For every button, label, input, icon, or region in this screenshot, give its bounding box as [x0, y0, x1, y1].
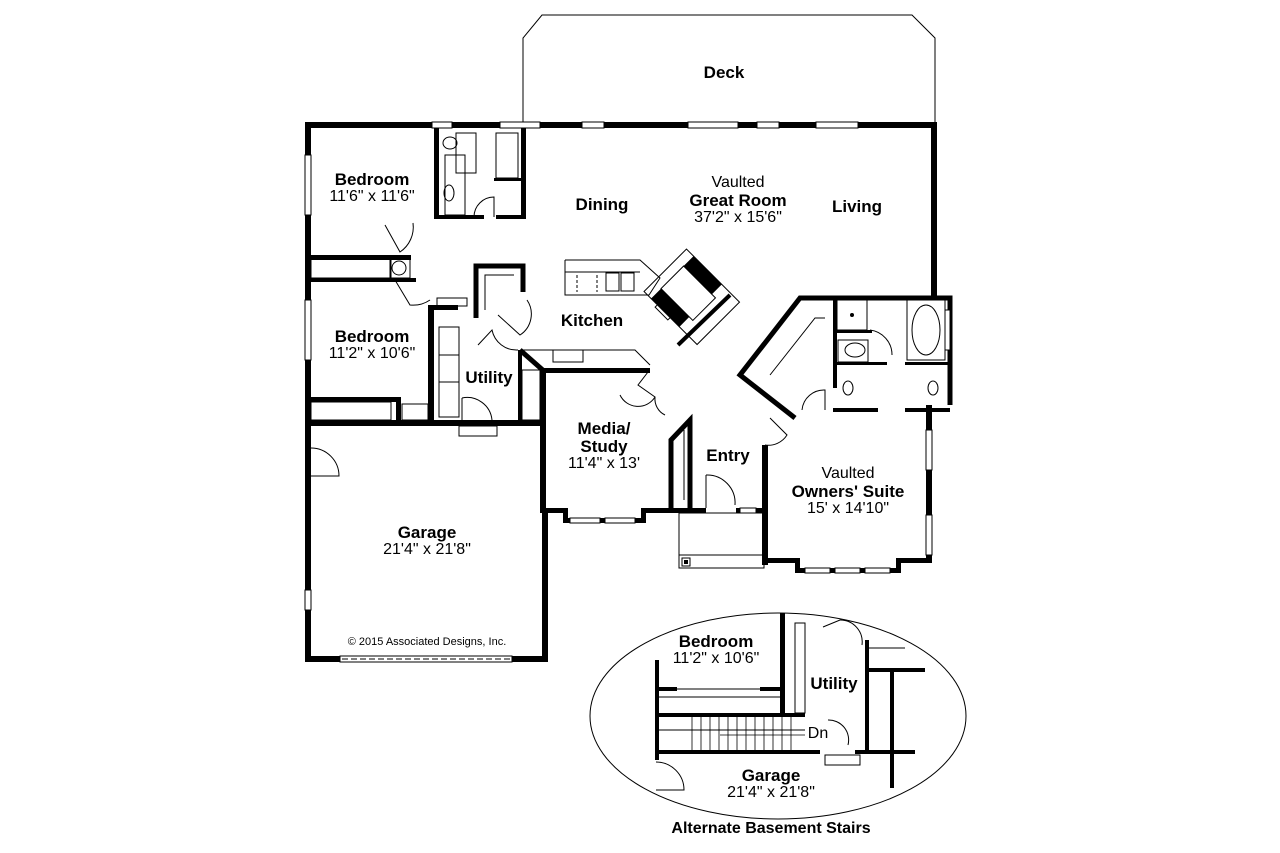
deck-label: Deck	[703, 63, 745, 82]
media-study-walls	[540, 368, 693, 524]
inset-bedroom-size: 11'2" x 10'6"	[672, 649, 760, 667]
kitchen-counters	[518, 248, 741, 374]
entry-porch	[671, 474, 766, 569]
inset-caption: Alternate Basement Stairs	[671, 820, 871, 837]
owners-suite-label: Vaulted Owners' Suite 15' x 14'10"	[791, 465, 905, 517]
kitchen-label: Kitchen	[560, 311, 624, 330]
bedroom2-size: 11'2" x 10'6"	[328, 344, 416, 362]
great-room-name: Great Room	[689, 190, 787, 210]
bedroom1-name: Bedroom	[334, 170, 410, 189]
inset-garage-label: Garage 21'4" x 21'8"	[727, 767, 815, 802]
deck-outline	[522, 14, 936, 125]
owners-suite-name: Owners' Suite	[791, 481, 905, 501]
utility-walls	[434, 263, 544, 437]
exterior-walls	[304, 121, 937, 663]
great-room-prefix: Vaulted	[711, 174, 765, 191]
living-label: Living	[831, 197, 883, 216]
inset-garage-size: 21'4" x 21'8"	[727, 783, 815, 801]
owners-suite-size: 15' x 14'10"	[806, 499, 890, 517]
bedroom1-label: Bedroom 11'6" x 11'6"	[329, 171, 414, 206]
owners-suite-walls	[736, 295, 953, 574]
bedroom2-walls	[310, 297, 468, 425]
garage-name: Garage	[397, 523, 457, 542]
inset-bedroom-label: Bedroom 11'2" x 10'6"	[673, 633, 760, 668]
great-room-label: Vaulted Great Room 37'2" x 15'6"	[689, 174, 787, 226]
utility-label: Utility	[465, 368, 513, 387]
media-size: 11'4" x 13'	[568, 454, 640, 472]
bedroom2-label: Bedroom 11'2" x 10'6"	[329, 328, 416, 363]
bedroom-bath-walls	[310, 128, 526, 306]
media-study-label: Media/ Study 11'4" x 13'	[568, 420, 640, 472]
bedroom2-name: Bedroom	[334, 327, 410, 346]
inset-bedroom-name: Bedroom	[678, 632, 754, 651]
garage-door-swing	[310, 447, 340, 477]
garage-size: 21'4" x 21'8"	[383, 540, 471, 558]
entry-label: Entry	[706, 446, 750, 465]
owners-suite-prefix: Vaulted	[821, 465, 875, 482]
bedroom1-size: 11'6" x 11'6"	[329, 187, 415, 205]
inset-utility-label: Utility	[810, 674, 858, 693]
inset-garage-name: Garage	[741, 766, 801, 785]
garage-label: Garage 21'4" x 21'8"	[383, 524, 471, 559]
copyright-notice: © 2015 Associated Designs, Inc.	[347, 636, 507, 648]
media-name-line2: Study	[580, 436, 628, 456]
alternate-stairs-inset	[589, 612, 967, 820]
great-room-size: 37'2" x 15'6"	[694, 208, 782, 226]
media-name-line1: Media/	[577, 419, 631, 438]
dining-label: Dining	[575, 195, 629, 214]
inset-stairs-down-label: Dn	[806, 725, 830, 743]
